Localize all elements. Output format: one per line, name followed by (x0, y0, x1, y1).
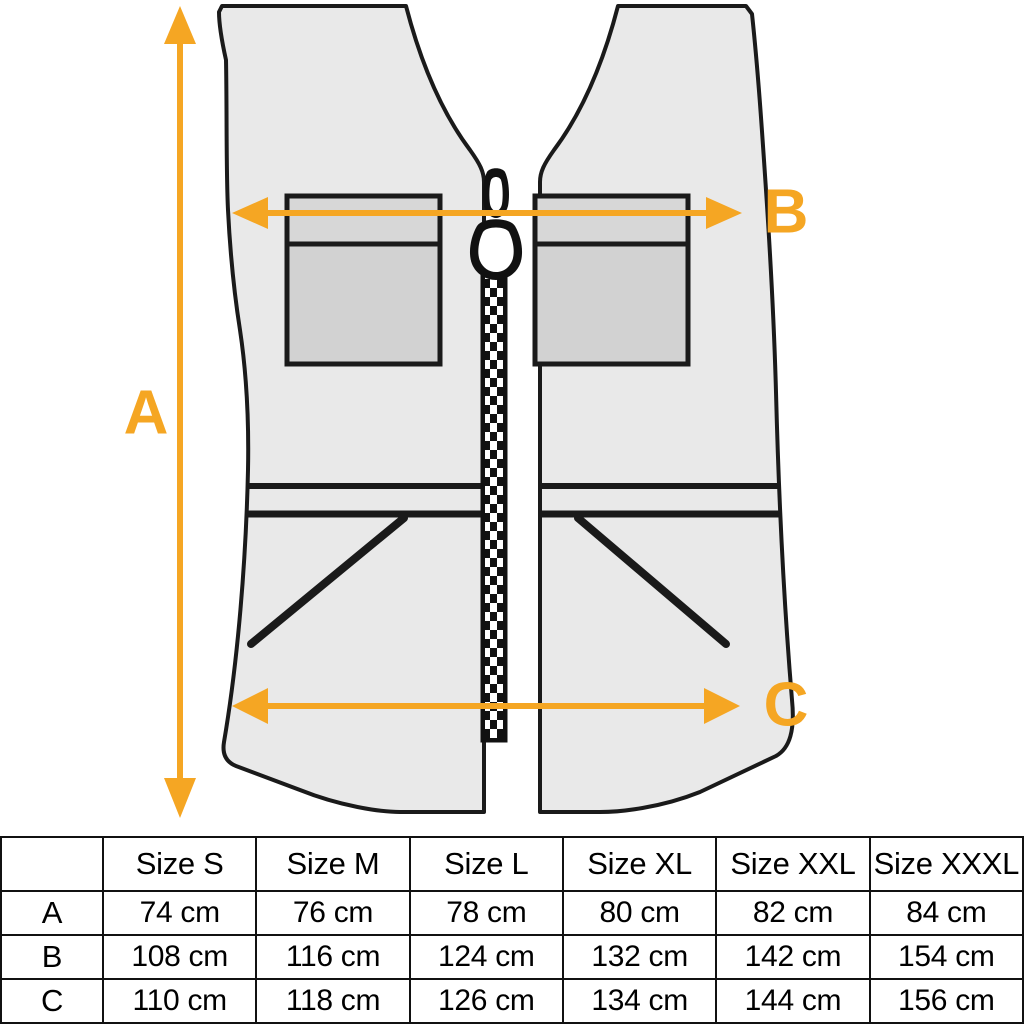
size-table-head: Size S Size M Size L Size XL Size XXL Si… (0, 836, 1024, 892)
column-header-size-xxxl: Size XXXL (868, 836, 1024, 892)
right-pocket-flap (532, 193, 691, 247)
column-header-size-xxl: Size XXL (715, 836, 871, 892)
table-row: A 74 cm 76 cm 78 cm 80 cm 82 cm 84 cm (0, 890, 1024, 936)
cell-c-xxxl: 156 cm (868, 978, 1024, 1024)
row-label-c: C (0, 978, 104, 1024)
table-row: B 108 cm 116 cm 124 cm 132 cm 142 cm 154… (0, 934, 1024, 980)
left-hand-pocket-seam (247, 514, 408, 648)
cell-a-xl: 80 cm (561, 890, 718, 936)
waist-band (219, 483, 793, 518)
measure-label-c: C (764, 670, 809, 739)
measure-arrow-c (232, 688, 740, 724)
row-label-b: B (0, 934, 104, 980)
measure-label-a: A (124, 378, 169, 447)
zipper-pull (469, 168, 523, 280)
right-hand-pocket-seam (574, 514, 730, 648)
cell-c-l: 126 cm (408, 978, 564, 1024)
cell-a-s: 74 cm (101, 890, 258, 936)
right-chest-pocket (532, 193, 691, 367)
cell-c-s: 110 cm (101, 978, 258, 1024)
cell-c-xxl: 144 cm (715, 978, 871, 1024)
column-header-size-l: Size L (408, 836, 564, 892)
size-table-container: Size S Size M Size L Size XL Size XXL Si… (0, 836, 1024, 1024)
cell-a-m: 76 cm (255, 890, 411, 936)
table-row: C 110 cm 118 cm 126 cm 134 cm 144 cm 156… (0, 978, 1024, 1024)
left-front-panel (217, 4, 486, 814)
left-chest-pocket (284, 193, 443, 367)
cell-b-s: 108 cm (101, 934, 258, 980)
cell-b-xxl: 142 cm (715, 934, 871, 980)
measure-arrow-a (164, 6, 196, 818)
size-chart-table: Size S Size M Size L Size XL Size XXL Si… (0, 836, 1024, 1024)
measure-label-b: B (764, 177, 809, 246)
measure-arrow-b (232, 197, 742, 229)
vest-illustration: A B C (0, 0, 1024, 836)
cell-c-m: 118 cm (255, 978, 411, 1024)
cell-c-xl: 134 cm (561, 978, 718, 1024)
vest-diagram: A B C (0, 0, 1024, 836)
table-corner-cell (0, 836, 104, 892)
cell-a-xxxl: 84 cm (868, 890, 1024, 936)
table-header-row: Size S Size M Size L Size XL Size XXL Si… (0, 836, 1024, 892)
size-table-body: A 74 cm 76 cm 78 cm 80 cm 82 cm 84 cm B … (0, 890, 1024, 1024)
cell-b-xxxl: 154 cm (868, 934, 1024, 980)
cell-a-l: 78 cm (408, 890, 564, 936)
row-label-a: A (0, 890, 104, 936)
cell-b-xl: 132 cm (561, 934, 718, 980)
front-zipper (480, 241, 508, 743)
cell-b-l: 124 cm (408, 934, 564, 980)
diagram-background (0, 0, 1024, 836)
column-header-size-s: Size S (101, 836, 258, 892)
cell-a-xxl: 82 cm (715, 890, 871, 936)
right-front-panel (538, 4, 795, 814)
column-header-size-xl: Size XL (561, 836, 718, 892)
left-pocket-flap (284, 193, 443, 247)
column-header-size-m: Size M (255, 836, 411, 892)
cell-b-m: 116 cm (255, 934, 411, 980)
